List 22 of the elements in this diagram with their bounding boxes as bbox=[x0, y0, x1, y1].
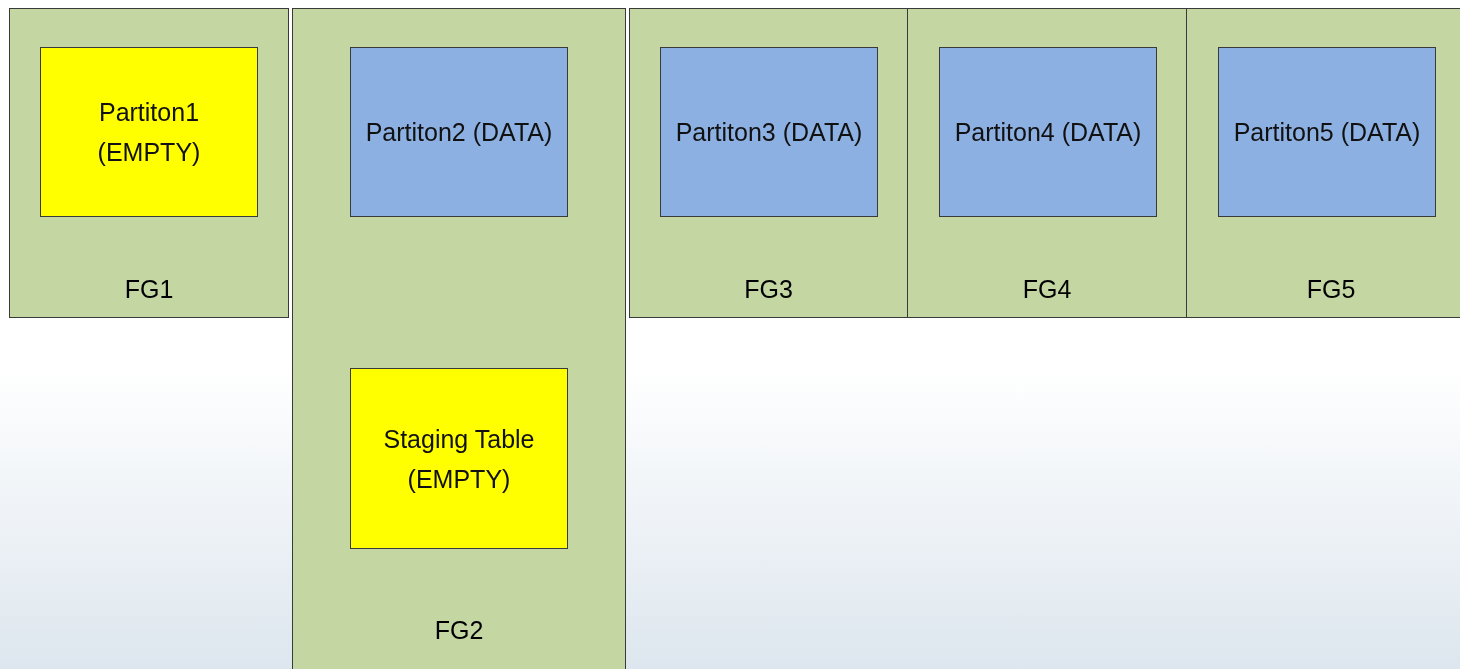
filegroup-panel bbox=[629, 8, 908, 318]
filegroup-label: FG2 bbox=[433, 616, 485, 645]
filegroup-label: FG5 bbox=[1305, 275, 1357, 304]
filegroup-label: FG1 bbox=[123, 275, 175, 304]
partition-box bbox=[40, 47, 258, 217]
filegroup-panel bbox=[907, 8, 1187, 318]
partition-box bbox=[939, 47, 1157, 217]
partition-label: Partiton5 (DATA) bbox=[1233, 117, 1421, 148]
partition-box bbox=[660, 47, 878, 217]
partition-box bbox=[1218, 47, 1436, 217]
partition-label: Partiton1 (EMPTY) bbox=[96, 97, 202, 168]
filegroup-panel bbox=[1186, 8, 1460, 318]
filegroup-label: FG3 bbox=[743, 275, 794, 304]
partition-label: Partiton2 (DATA) bbox=[365, 117, 553, 148]
filegroup-panel bbox=[9, 8, 289, 318]
partition-box bbox=[350, 47, 568, 217]
partition-label: Partiton4 (DATA) bbox=[954, 117, 1142, 148]
partition-label: Partiton3 (DATA) bbox=[675, 117, 863, 148]
filegroup-label: FG4 bbox=[1021, 275, 1073, 304]
partition-label: Staging Table (EMPTY) bbox=[382, 423, 536, 495]
filegroup-panel bbox=[292, 8, 626, 669]
partition-box bbox=[350, 368, 568, 549]
